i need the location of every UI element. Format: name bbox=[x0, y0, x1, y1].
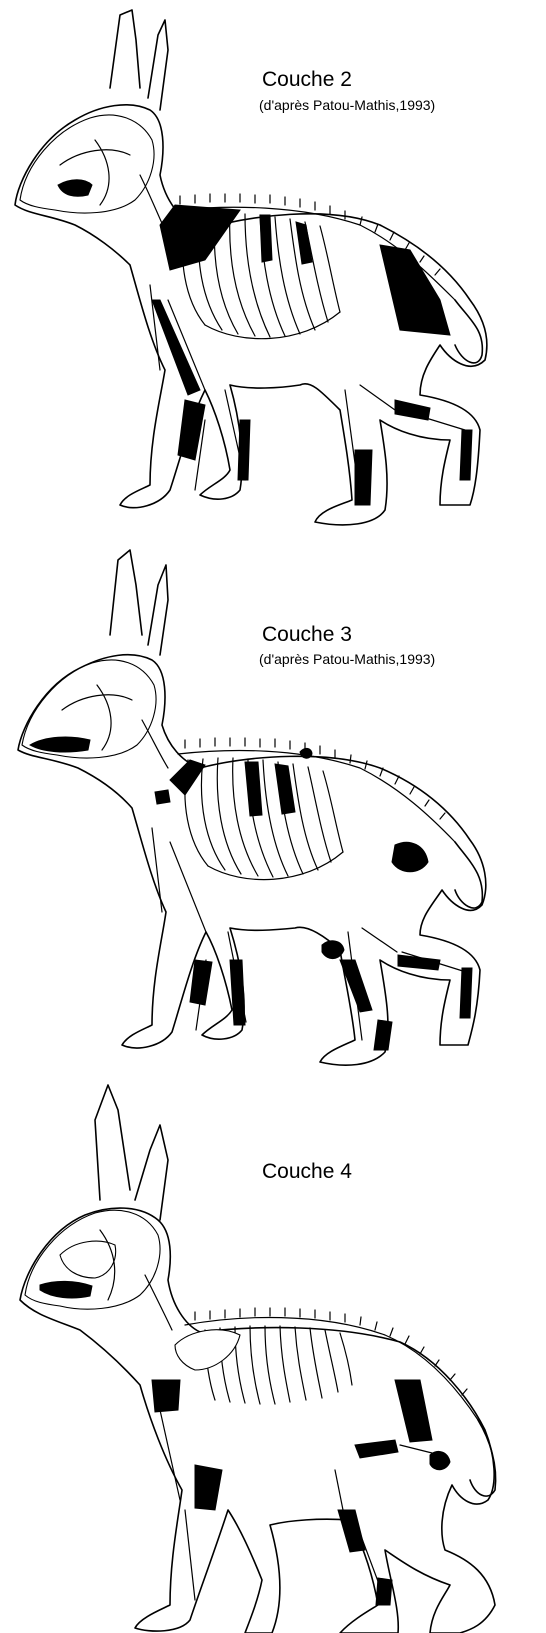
tail bbox=[455, 300, 482, 363]
preserved-bones bbox=[152, 205, 472, 505]
panel-couche-2: Couche 2 (d'après Patou-Mathis,1993) bbox=[0, 0, 546, 540]
panel-credit: (d'après Patou-Mathis,1993) bbox=[259, 97, 435, 113]
panel-title: Couche 4 bbox=[262, 1160, 352, 1184]
hare-skeleton-couche-3 bbox=[0, 540, 546, 1080]
preserved-bones bbox=[152, 1380, 450, 1605]
skull bbox=[20, 115, 154, 213]
panel-couche-3: Couche 3 (d'après Patou-Mathis,1993) bbox=[0, 540, 546, 1080]
skull bbox=[25, 1210, 160, 1309]
panel-credit: (d'après Patou-Mathis,1993) bbox=[259, 651, 435, 667]
rib-cage bbox=[185, 758, 343, 880]
tail bbox=[470, 1420, 496, 1496]
panel-couche-4: Couche 4 bbox=[0, 1080, 546, 1633]
rib-cage bbox=[175, 1326, 352, 1404]
panel-title: Couche 2 bbox=[262, 68, 352, 92]
panel-title: Couche 3 bbox=[262, 623, 352, 647]
skull bbox=[22, 660, 156, 758]
